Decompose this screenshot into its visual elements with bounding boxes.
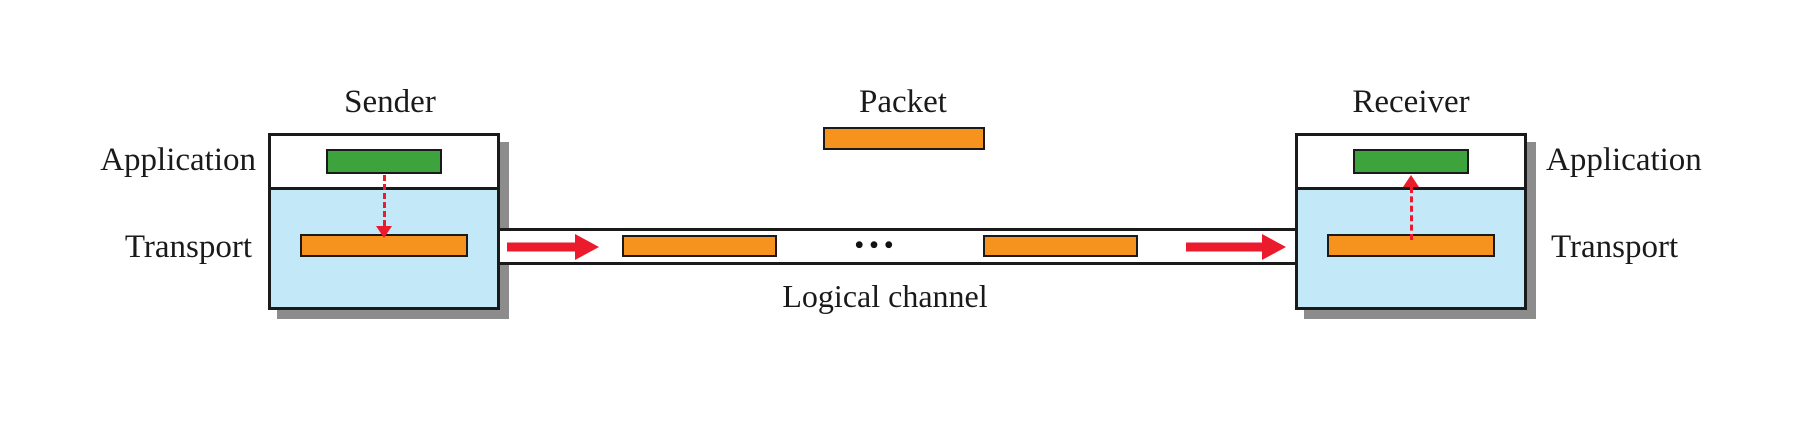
arrow-head — [1262, 233, 1286, 260]
dashed-down-arrow-icon — [375, 175, 393, 238]
receiver-message-rect — [1353, 149, 1469, 174]
sender-application-label: Application — [100, 142, 256, 178]
sender-message-rect — [326, 149, 442, 174]
arrow-shaft — [1186, 242, 1266, 251]
packet-in-channel — [622, 235, 777, 257]
logical-channel: ••• — [500, 228, 1295, 265]
packet-legend-label: Packet — [859, 84, 947, 120]
dashed-line — [382, 175, 386, 226]
sender-box — [268, 133, 500, 310]
dashed-up-arrow-icon — [1402, 175, 1420, 240]
packet-legend-swatch — [823, 127, 985, 150]
receiver-application-label: Application — [1546, 142, 1702, 178]
sender-title: Sender — [344, 84, 436, 120]
sender-transport-label: Transport — [124, 229, 252, 265]
packet-in-channel — [983, 235, 1138, 257]
ellipsis-dots: ••• — [854, 232, 900, 259]
flow-arrow-right-icon — [1186, 233, 1286, 260]
dashed-line — [1409, 187, 1413, 240]
receiver-box — [1295, 133, 1527, 310]
receiver-title: Receiver — [1352, 84, 1470, 120]
arrow-head — [376, 226, 392, 238]
arrow-shaft — [507, 242, 579, 251]
logical-channel-label: Logical channel — [782, 278, 988, 314]
arrow-head — [1403, 175, 1419, 187]
flow-arrow-left-icon — [507, 233, 599, 260]
arrow-head — [575, 233, 599, 260]
receiver-transport-label: Transport — [1551, 229, 1679, 265]
